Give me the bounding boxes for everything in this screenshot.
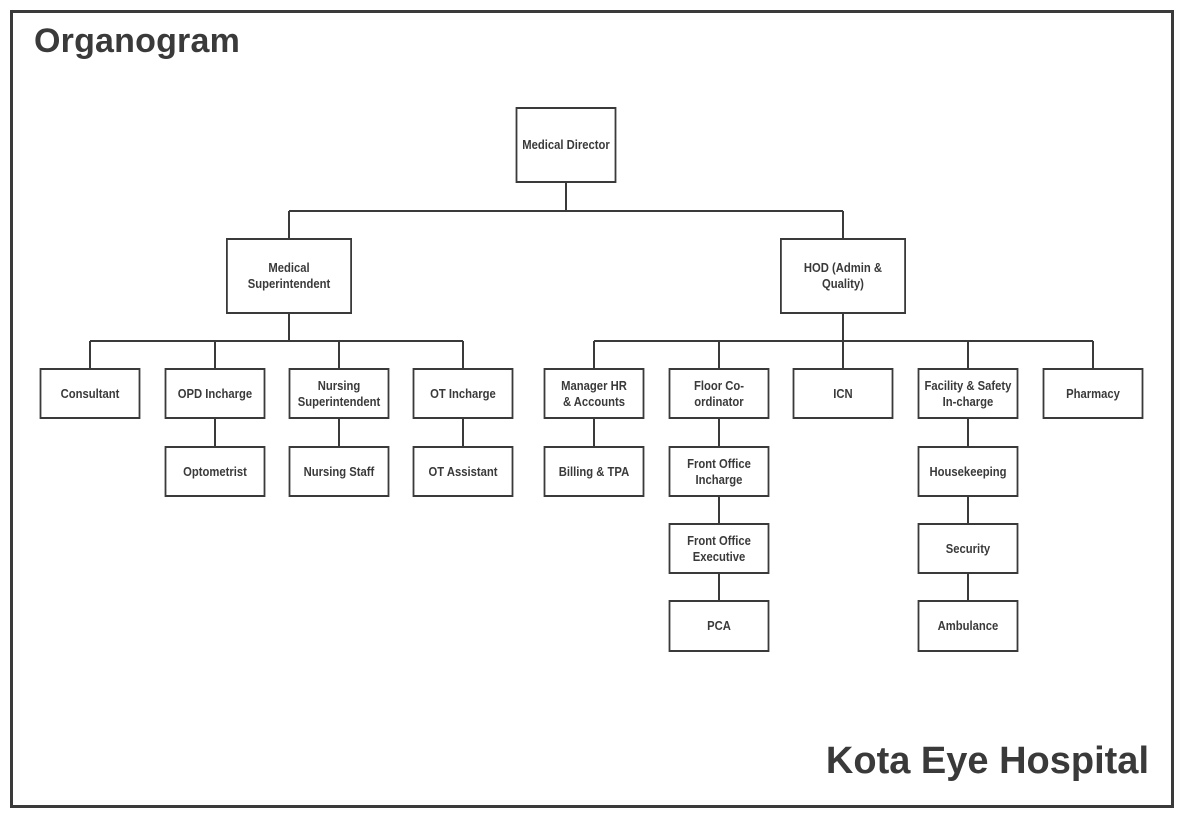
node-housekeeping: Housekeeping [917,446,1019,497]
node-label: Pharmacy [1066,386,1120,401]
node-label: Manager HR & Accounts [561,378,627,409]
node-label: OT Assistant [428,464,498,479]
node-security: Security [917,523,1019,574]
node-consultant: Consultant [39,368,141,419]
node-hod-admin-quality: HOD (Admin & Quality) [780,238,906,314]
node-pca: PCA [668,600,770,652]
node-label: Facility & Safety In-charge [924,378,1012,409]
node-label: Medical Superintendent [247,261,331,291]
node-label: PCA [707,619,731,633]
node-label: Medical Director [522,138,610,152]
node-front-office-incharge: Front Office Incharge [668,446,770,497]
node-label: Nursing Superintendent [297,378,381,409]
node-nursing-superintendent: Nursing Superintendent [288,368,390,419]
node-nursing-staff: Nursing Staff [288,446,390,497]
node-icn: ICN [792,368,894,419]
diagram-title: Organogram [34,22,241,60]
node-label: Optometrist [183,464,247,479]
node-medical-superintendent: Medical Superintendent [226,238,352,314]
node-label: Consultant [60,386,120,401]
node-billing-tpa: Billing & TPA [543,446,645,497]
node-optometrist: Optometrist [164,446,266,497]
node-label: Housekeeping [929,464,1007,479]
node-floor-coordinator: Floor Co-ordinator [668,368,770,419]
node-label: Billing & TPA [558,464,630,479]
node-medical-director: Medical Director [515,107,617,183]
node-front-office-executive: Front Office Executive [668,523,770,574]
node-ot-assistant: OT Assistant [412,446,514,497]
node-label: Front Office Incharge [687,456,751,487]
node-facility-safety-incharge: Facility & Safety In-charge [917,368,1019,419]
node-label: Front Office Executive [687,533,751,564]
hospital-name: Kota Eye Hospital [825,740,1149,782]
node-label: OPD Incharge [177,386,253,401]
node-label: Ambulance [937,619,999,633]
node-ot-incharge: OT Incharge [412,368,514,419]
node-label: Security [945,541,991,556]
node-label: Floor Co-ordinator [693,378,744,409]
node-label: HOD (Admin & Quality) [803,261,883,291]
node-ambulance: Ambulance [917,600,1019,652]
node-label: ICN [833,386,853,401]
node-manager-hr-accounts: Manager HR & Accounts [543,368,645,419]
node-opd-incharge: OPD Incharge [164,368,266,419]
node-label: Nursing Staff [303,464,375,479]
node-pharmacy: Pharmacy [1042,368,1144,419]
node-label: OT Incharge [430,386,496,401]
